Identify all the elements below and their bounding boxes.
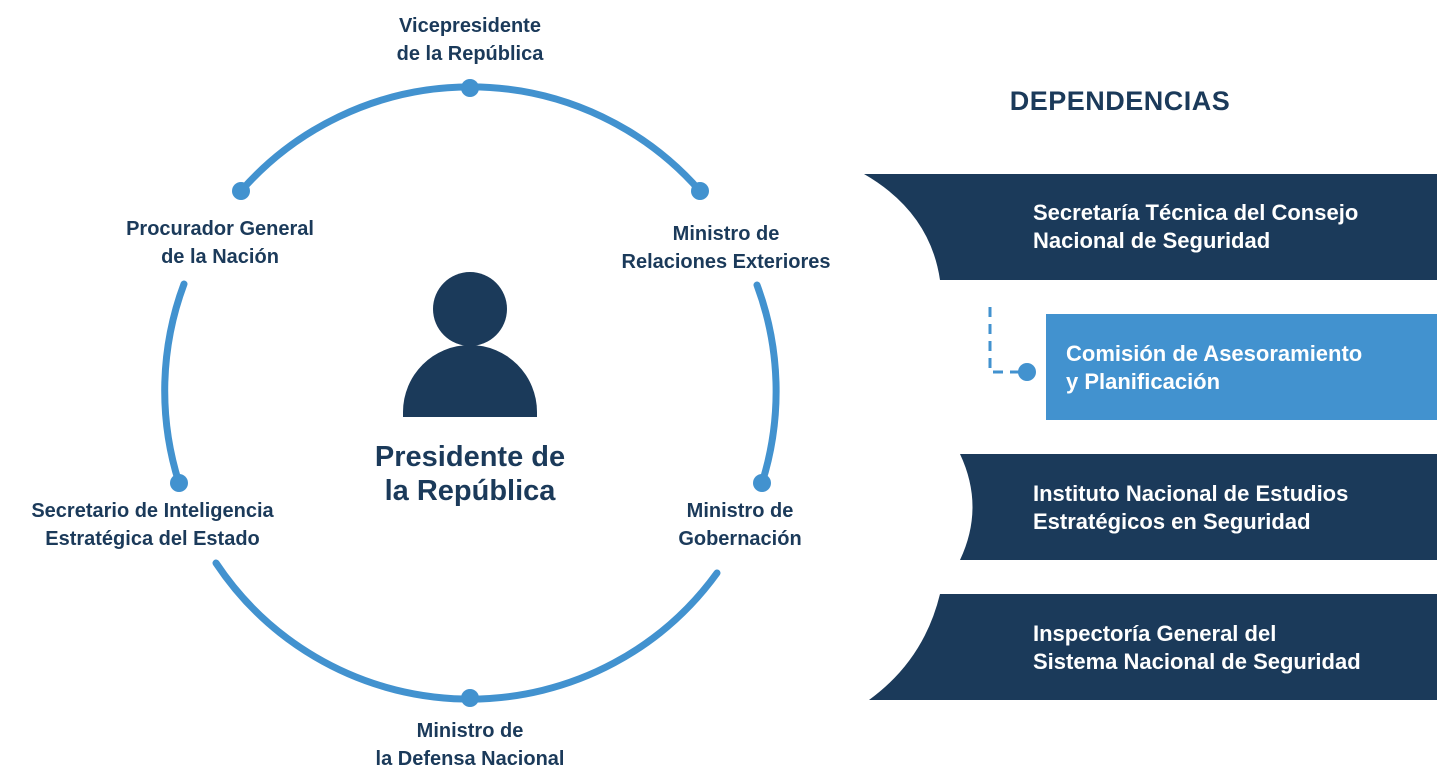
person-icon bbox=[403, 272, 537, 417]
label-inteligencia: Secretario de Inteligencia Estratégica d… bbox=[0, 497, 305, 553]
label-line: Relaciones Exteriores bbox=[621, 251, 831, 273]
node-dot-procurador bbox=[232, 182, 250, 200]
label-line: Vicepresidente bbox=[399, 15, 541, 37]
label-line: la Defensa Nacional bbox=[375, 748, 565, 770]
dependencia-3: Instituto Nacional de Estudios Estratégi… bbox=[1033, 480, 1348, 536]
dependencia-line: Comisión de Asesoramiento bbox=[1066, 341, 1363, 366]
node-dot-inteligencia bbox=[170, 474, 188, 492]
dependencia-1: Secretaría Técnica del Consejo Nacional … bbox=[1033, 199, 1358, 255]
dependencia-2: Comisión de Asesoramiento y Planificació… bbox=[1066, 340, 1362, 396]
label-line: Ministro de bbox=[686, 500, 794, 522]
label-line: Ministro de bbox=[672, 223, 780, 245]
dependencia-4: Inspectoría General del Sistema Nacional… bbox=[1033, 620, 1361, 676]
president-label: Presidente de la República bbox=[320, 440, 620, 508]
banner-shape-2 bbox=[1046, 314, 1437, 420]
connector-dot bbox=[1018, 363, 1036, 381]
dependencias-title: DEPENDENCIAS bbox=[1009, 86, 1231, 116]
dependencia-line: y Planificación bbox=[1066, 369, 1221, 394]
label-procurador: Procurador General de la Nación bbox=[100, 215, 340, 271]
president-line: Presidente de bbox=[374, 441, 566, 473]
banner-shape-3 bbox=[960, 454, 1437, 560]
label-relaciones-exteriores: Ministro de Relaciones Exteriores bbox=[596, 220, 856, 276]
label-line: de la Nación bbox=[161, 246, 279, 268]
dependencia-line: Inspectoría General del bbox=[1033, 621, 1277, 646]
node-dot-defensa bbox=[461, 689, 479, 707]
president-line: la República bbox=[384, 475, 556, 507]
banner-shape-1 bbox=[864, 174, 1437, 280]
banner-shape-4 bbox=[869, 594, 1437, 700]
arc-bottom bbox=[212, 559, 721, 703]
dependencia-line: Sistema Nacional de Seguridad bbox=[1033, 649, 1361, 674]
label-gobernacion: Ministro de Gobernación bbox=[640, 497, 840, 553]
label-defensa-nacional: Ministro de la Defensa Nacional bbox=[350, 717, 590, 773]
label-line: Estratégica del Estado bbox=[45, 528, 260, 550]
label-line: de la República bbox=[396, 43, 544, 65]
node-dot-gobernacion bbox=[753, 474, 771, 492]
label-line: Secretario de Inteligencia bbox=[31, 500, 274, 522]
label-vicepresidente: Vicepresidente de la República bbox=[370, 12, 570, 68]
node-dot-vicepresidente bbox=[461, 79, 479, 97]
arc-left bbox=[161, 280, 188, 487]
label-line: Ministro de bbox=[416, 720, 524, 742]
label-line: Gobernación bbox=[678, 528, 802, 550]
label-line: Procurador General bbox=[126, 218, 314, 240]
arc-right bbox=[753, 281, 780, 487]
dependencia-line: Instituto Nacional de Estudios bbox=[1033, 481, 1349, 506]
node-dot-relaciones bbox=[691, 182, 709, 200]
dependencia-line: Estratégicos en Seguridad bbox=[1033, 509, 1311, 534]
dependencia-line: Nacional de Seguridad bbox=[1033, 228, 1271, 253]
dependencia-line: Secretaría Técnica del Consejo bbox=[1033, 200, 1359, 225]
arc-top bbox=[237, 83, 704, 195]
dashed-connector bbox=[988, 307, 1026, 374]
